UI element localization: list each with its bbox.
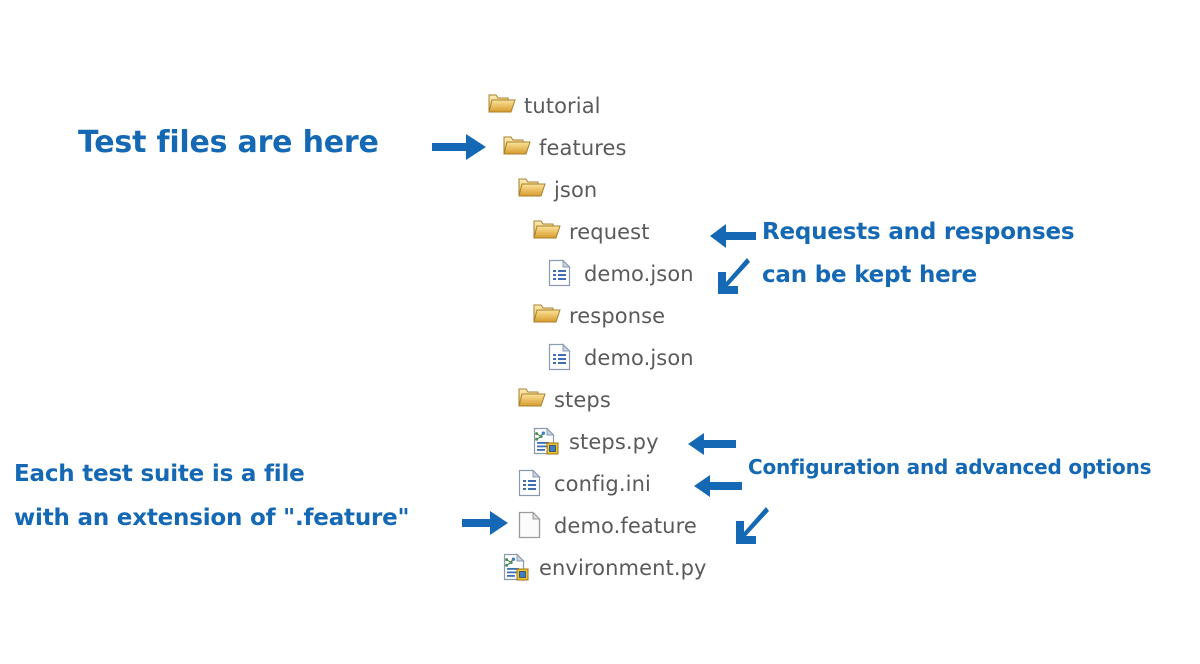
- file-tree: tutorial features json: [488, 85, 908, 589]
- tree-row[interactable]: response: [488, 295, 908, 337]
- tree-item-label: request: [569, 219, 650, 244]
- tree-row[interactable]: json: [488, 169, 908, 211]
- arrow-right-icon: [462, 510, 510, 536]
- tree-row[interactable]: request: [488, 211, 908, 253]
- folder-icon: [518, 385, 548, 415]
- tree-item-label: steps.py: [569, 429, 659, 454]
- arrow-left-icon: [694, 474, 742, 498]
- tree-item-label: response: [569, 303, 666, 328]
- folder-icon: [533, 217, 563, 247]
- tree-row[interactable]: config.ini: [488, 463, 908, 505]
- folder-icon: [503, 133, 533, 163]
- annotation-test-files: Test files are here: [78, 125, 379, 160]
- tree-item-label: tutorial: [524, 93, 601, 118]
- arrow-left-icon: [688, 432, 736, 456]
- tree-row[interactable]: steps.py: [488, 421, 908, 463]
- tree-item-label: config.ini: [554, 471, 651, 496]
- arrow-down-left-icon: [716, 258, 750, 296]
- tree-item-label: demo.json: [584, 345, 694, 370]
- annotation-requests-responses: Requests and responses: [762, 219, 1075, 245]
- tree-item-label: demo.feature: [554, 513, 697, 538]
- arrow-left-icon: [710, 222, 756, 250]
- tree-row[interactable]: steps: [488, 379, 908, 421]
- tree-item-label: json: [554, 177, 598, 202]
- annotation-each-test-suite-line1: Each test suite is a file: [14, 461, 305, 487]
- tree-item-label: steps: [554, 387, 611, 412]
- tree-row[interactable]: features: [488, 127, 908, 169]
- folder-icon: [488, 91, 518, 121]
- ini-file-icon: [518, 469, 548, 499]
- tree-row[interactable]: environment.py: [488, 547, 908, 589]
- arrow-down-left-icon: [733, 506, 769, 546]
- python-file-icon: [533, 427, 563, 457]
- tree-item-label: demo.json: [584, 261, 694, 286]
- blank-file-icon: [518, 511, 548, 541]
- tree-item-label: features: [539, 135, 627, 160]
- tree-row[interactable]: demo.json: [488, 253, 908, 295]
- tree-row[interactable]: demo.feature: [488, 505, 908, 547]
- tree-row[interactable]: tutorial: [488, 85, 908, 127]
- annotation-configuration: Configuration and advanced options: [748, 455, 1152, 479]
- json-file-icon: [548, 259, 578, 289]
- json-file-icon: [548, 343, 578, 373]
- arrow-right-icon: [432, 132, 488, 162]
- annotation-each-test-suite-line2: with an extension of ".feature": [14, 505, 410, 531]
- folder-icon: [533, 301, 563, 331]
- folder-icon: [518, 175, 548, 205]
- tree-item-label: environment.py: [539, 555, 707, 580]
- python-file-icon: [503, 553, 533, 583]
- annotation-can-be-kept-here: can be kept here: [762, 262, 978, 288]
- tree-row[interactable]: demo.json: [488, 337, 908, 379]
